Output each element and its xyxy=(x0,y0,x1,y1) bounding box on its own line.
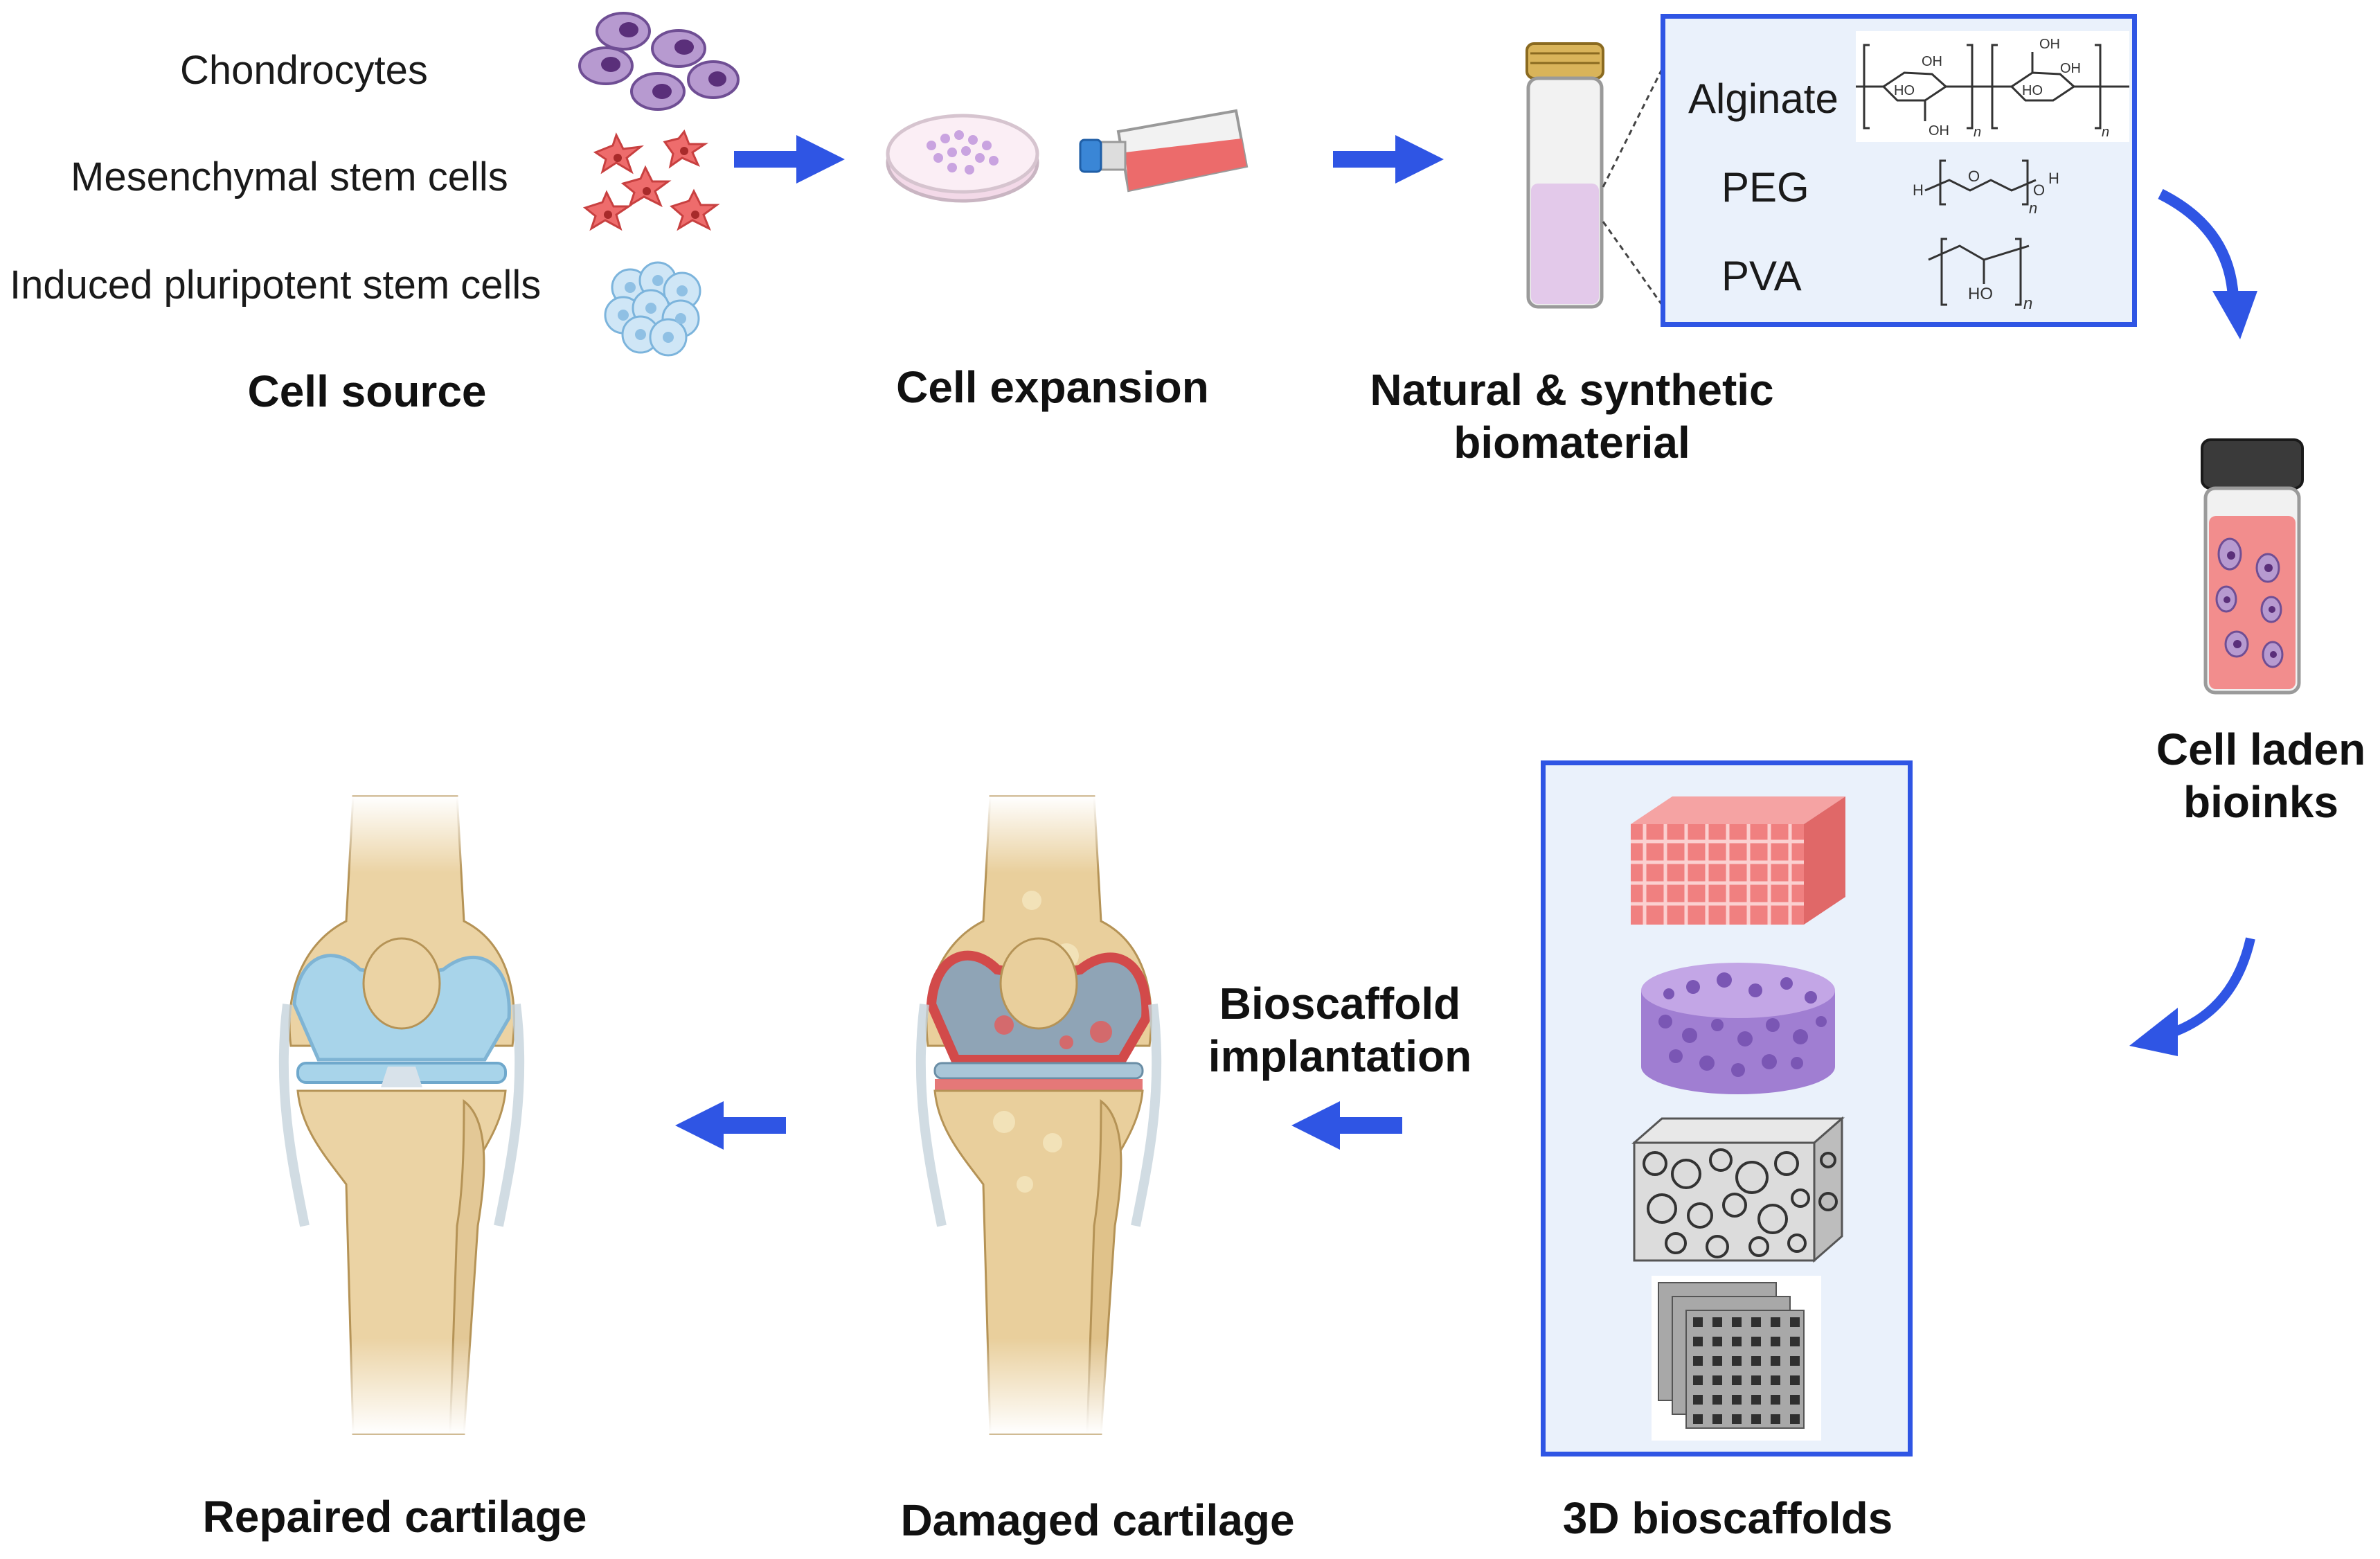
svg-text:HO: HO xyxy=(2022,83,2043,98)
svg-text:n: n xyxy=(2023,294,2032,313)
bioinks-title: Cell laden bioinks xyxy=(2129,724,2380,828)
ipsc-cluster-icon xyxy=(604,261,701,357)
svg-text:O: O xyxy=(2033,181,2045,199)
svg-text:H: H xyxy=(2048,170,2059,187)
material-pva: PVA xyxy=(1721,253,1802,299)
stem-cells-icon xyxy=(582,130,720,231)
svg-text:n: n xyxy=(1974,125,1981,140)
svg-text:OH: OH xyxy=(1929,123,1949,139)
implantation-label-line1: Bioscaffold xyxy=(1219,979,1461,1028)
bioink-vial-icon xyxy=(2201,438,2304,695)
grid-scaffold-icon xyxy=(1652,1276,1821,1441)
culture-flask-icon xyxy=(1079,109,1249,193)
implantation-label: Bioscaffold implantation xyxy=(1177,978,1503,1083)
material-alginate: Alginate xyxy=(1688,75,1838,122)
implantation-label-line2: implantation xyxy=(1208,1031,1472,1081)
porous-cylinder-scaffold-icon xyxy=(1641,963,1835,1094)
scaffolds-title: 3D bioscaffolds xyxy=(1562,1493,1893,1543)
damaged-title: Damaged cartilage xyxy=(900,1495,1295,1545)
petri-dish-icon xyxy=(886,114,1039,203)
repaired-knee-icon xyxy=(256,795,547,1435)
curved-arrow-down-left xyxy=(2129,937,2255,1056)
biomaterial-title-line2: biomaterial xyxy=(1453,417,1690,467)
arrow-left-2 xyxy=(675,1101,786,1150)
curved-arrow-down xyxy=(2158,188,2257,339)
arrow-right-1 xyxy=(734,135,845,184)
svg-text:HO: HO xyxy=(1968,285,1993,303)
cell-type-msc: Mesenchymal stem cells xyxy=(71,154,508,199)
cell-type-chondrocytes: Chondrocytes xyxy=(180,48,428,93)
vial-icon xyxy=(1525,42,1604,309)
svg-text:n: n xyxy=(2029,199,2037,217)
pva-structure-icon: HO n xyxy=(1928,238,2032,313)
svg-text:HO: HO xyxy=(1894,83,1915,98)
sponge-scaffold-icon xyxy=(1631,1116,1845,1263)
repaired-title: Repaired cartilage xyxy=(202,1492,587,1542)
chondrocyte-cells-icon xyxy=(578,12,740,111)
arrow-left-1 xyxy=(1291,1101,1402,1150)
cell-expansion-title: Cell expansion xyxy=(896,362,1209,412)
biomaterial-title-line1: Natural & synthetic xyxy=(1370,365,1774,415)
svg-text:OH: OH xyxy=(2060,61,2081,76)
lattice-scaffold-icon xyxy=(1631,796,1845,925)
svg-text:n: n xyxy=(2102,125,2109,140)
svg-text:H: H xyxy=(1913,181,1924,199)
bioinks-title-line2: bioinks xyxy=(2183,776,2339,827)
alginate-structure-icon: OH HO OH OH HO OH n n xyxy=(1856,31,2129,142)
cell-source-title: Cell source xyxy=(247,366,487,416)
bioinks-title-line1: Cell laden xyxy=(2156,724,2366,774)
biomaterial-title: Natural & synthetic biomaterial xyxy=(1316,364,1828,469)
svg-text:OH: OH xyxy=(1922,54,1942,69)
vial-connector-lines xyxy=(1602,69,1663,305)
arrow-right-2 xyxy=(1333,135,1444,184)
svg-text:OH: OH xyxy=(2039,37,2060,52)
cell-type-ipsc: Induced pluripotent stem cells xyxy=(10,262,542,308)
material-peg: PEG xyxy=(1721,164,1809,211)
damaged-knee-icon xyxy=(893,795,1184,1435)
svg-text:O: O xyxy=(1968,168,1980,185)
